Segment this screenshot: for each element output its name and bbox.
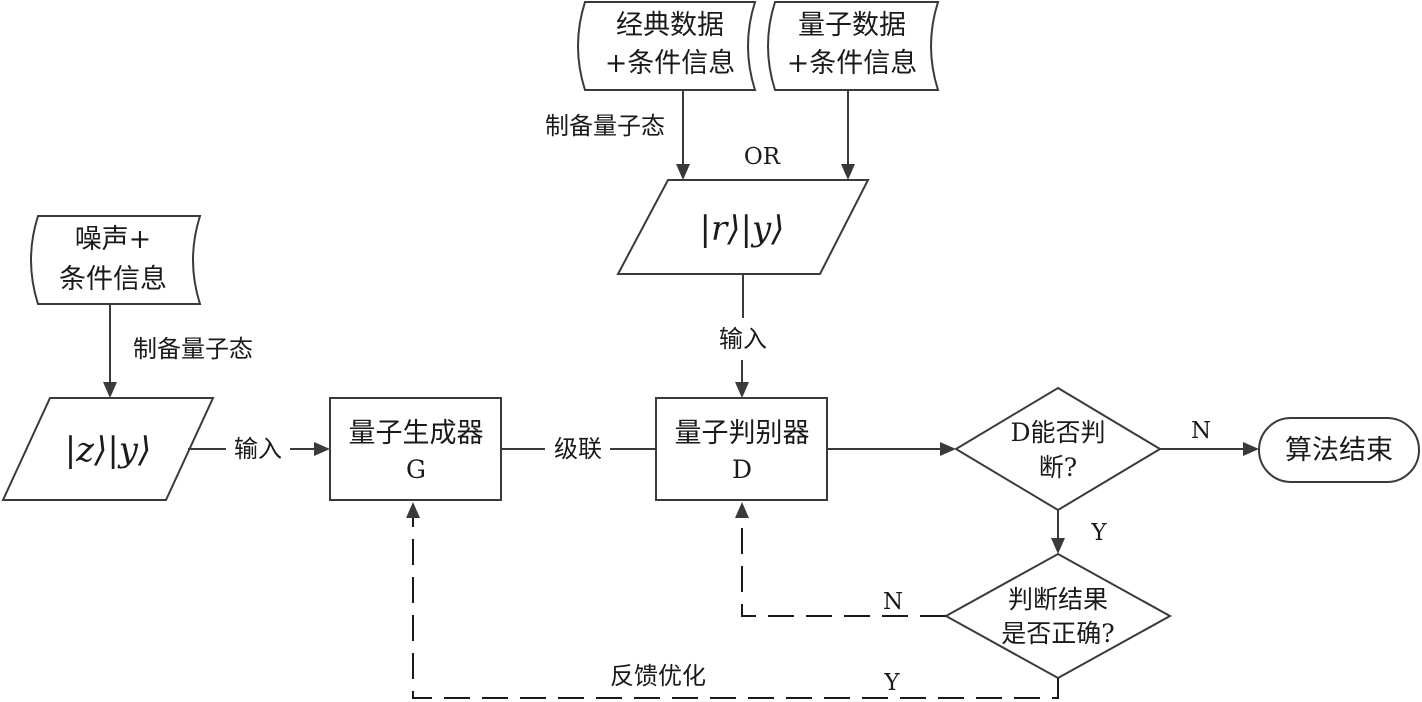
classical-data-line1: 经典数据: [616, 10, 724, 41]
edge-feedback-to-g: [412, 518, 1059, 699]
judge-correct-line1: 判断结果: [1008, 585, 1108, 614]
arrowhead-decision-down: [1051, 538, 1065, 554]
quantum-data-line1: 量子数据: [798, 10, 906, 41]
can-judge-line2: 断?: [1039, 453, 1077, 482]
noise-line2: 条件信息: [59, 264, 167, 295]
arrowhead-noise-to-z: [103, 382, 117, 398]
arrowhead-z-to-g: [314, 442, 330, 456]
classical-data-node: 经典数据 +条件信息: [577, 0, 757, 91]
label-input-left: 输入: [234, 435, 282, 463]
label-no-back: N: [883, 589, 903, 615]
edge-feedback-to-d: [741, 518, 946, 617]
noise-node: 噪声+ 条件信息: [30, 215, 202, 305]
discriminator-title: 量子判别器: [675, 418, 810, 449]
z-state-node: |z⟩|y⟩: [1, 397, 215, 501]
r-state-label: |r⟩|y⟩: [700, 209, 785, 249]
label-cascade: 级联: [554, 435, 602, 463]
arrowhead-r-to-d: [735, 382, 749, 398]
r-state-node: |r⟩|y⟩: [616, 179, 870, 275]
generator-title: 量子生成器: [349, 418, 484, 449]
label-yes-down: Y: [1090, 520, 1107, 546]
can-judge-line1: D能否判: [1010, 418, 1105, 447]
generator-node: 量子生成器 G: [329, 397, 502, 501]
label-or: OR: [744, 144, 781, 170]
z-state-label: |z⟩|y⟩: [65, 430, 152, 470]
discriminator-node: 量子判别器 D: [655, 397, 828, 501]
arrowhead-classical-to-r: [676, 164, 690, 180]
quantum-data-line2: +条件信息: [787, 48, 918, 79]
judge-correct-decision: 判断结果 是否正确?: [943, 552, 1173, 680]
generator-symbol: G: [406, 455, 426, 484]
label-yes-back: Y: [883, 670, 900, 696]
label-prepare-left: 制备量子态: [133, 335, 253, 363]
end-terminal: 算法结束: [1258, 417, 1420, 483]
discriminator-symbol: D: [732, 455, 752, 484]
can-judge-decision: D能否判 断?: [954, 386, 1162, 512]
quantum-data-node: 量子数据 +条件信息: [767, 0, 940, 91]
noise-line1: 噪声+: [75, 224, 152, 255]
arrowhead-quantum-to-r: [841, 164, 855, 180]
classical-data-line2: +条件信息: [605, 48, 736, 79]
end-terminal-label: 算法结束: [1285, 435, 1393, 466]
label-feedback: 反馈优化: [610, 662, 706, 690]
label-input-top: 输入: [719, 325, 767, 353]
label-prepare-top: 制备量子态: [545, 112, 665, 140]
arrowhead-feedback-to-d: [735, 502, 749, 518]
label-no-end: N: [1191, 418, 1211, 444]
arrowhead-d-to-decision: [940, 442, 956, 456]
arrowhead-decision-to-end: [1243, 442, 1259, 456]
judge-correct-line2: 是否正确?: [1001, 619, 1114, 648]
arrowhead-feedback-to-g: [406, 502, 420, 518]
